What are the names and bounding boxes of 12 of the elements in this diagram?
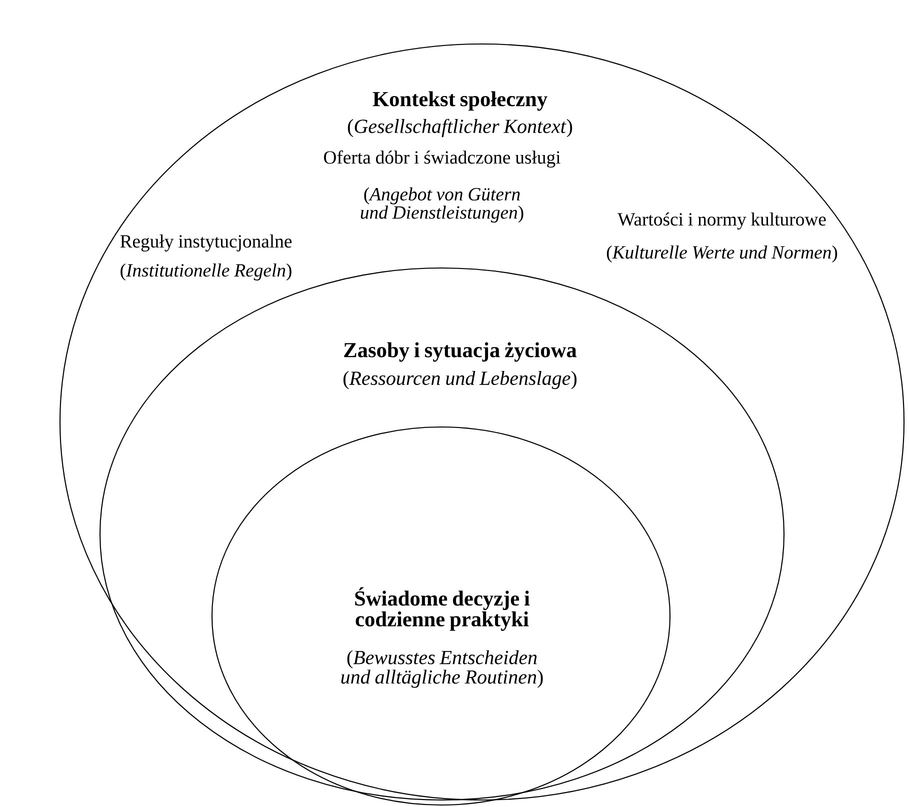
subtitle: (Gesellschaftlicher Kontext) — [348, 118, 572, 138]
heading: Świadome decyzje i codzienne praktyki — [355, 587, 530, 631]
label: (Institutionelle Regeln) — [120, 264, 292, 280]
label: (Kulturelle Werte und Normen) — [606, 246, 838, 262]
subtitle: (Bewusstes Entscheiden und alltägliche Routinen) — [341, 650, 543, 688]
heading: Kontekst społeczny — [372, 91, 548, 111]
heading: Zasoby i sytuacja życiowa — [344, 342, 577, 362]
subtitle: (Ressourcen und Lebenslage) — [344, 370, 576, 390]
label: Oferta dóbr i świadczone usługi — [324, 150, 560, 168]
label: (Angebot von Gütern und Dienstleistungen) — [360, 187, 524, 223]
label: Reguły instytucjonalne — [120, 234, 292, 252]
label: Wartości i normy kulturowe — [618, 212, 826, 230]
